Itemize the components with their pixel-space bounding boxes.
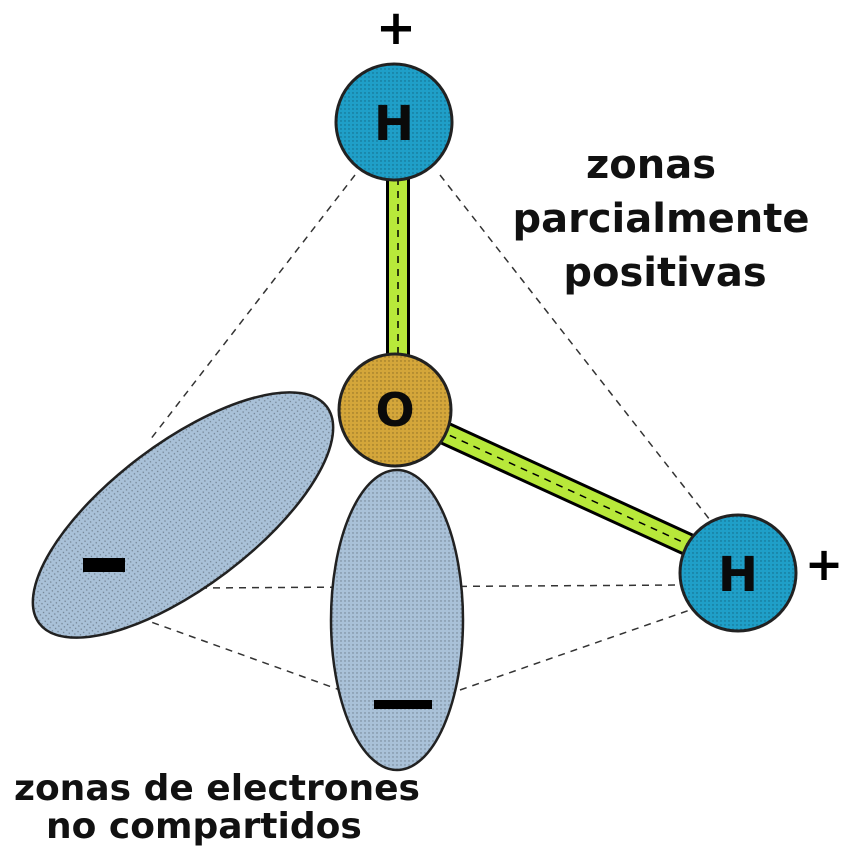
edge-htop-left-lobe [149,174,356,441]
bond-oxygen-hydrogen-right [433,419,705,561]
lone-pair-left [31,391,335,639]
positive-charge-top: + [376,0,416,56]
oxygen-symbol: O [375,383,414,437]
hydrogen-top-symbol: H [374,96,414,152]
negative-charge-bottom [374,700,432,709]
hydrogen-right-symbol: H [718,547,758,603]
oxygen-atom: O [337,352,453,468]
negative-charge-left [83,558,125,572]
lone-pair-zone-line-1: zonas de electrones [14,768,420,809]
lone-pair-zone-label: zonas de electrones no compartidos [14,768,420,847]
positive-zone-label: zonas parcialmente positivas [512,142,809,296]
positive-zone-line-1: zonas [586,142,716,188]
positive-zone-line-2: parcialmente [512,196,809,242]
edge-left-lobe-bottom-lobe [139,617,341,691]
positive-charge-right: + [805,537,842,591]
hydrogen-atom-right: H [678,513,798,633]
edge-htop-hright [439,174,711,521]
lone-pair-zone-line-2: no compartidos [46,806,362,847]
hydrogen-atom-top: H [334,62,454,182]
positive-zone-line-3: positivas [563,250,766,296]
edge-bottom-lobe-hright [459,609,691,691]
lone-pair-bottom [329,468,465,772]
